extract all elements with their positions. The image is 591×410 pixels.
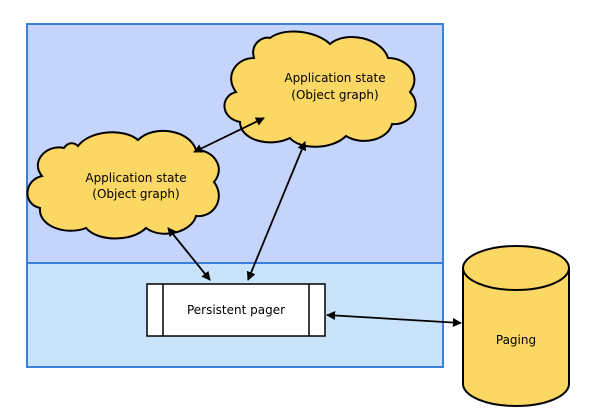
cloud-top-subtitle: (Object graph) bbox=[291, 88, 378, 102]
cloud-left-title: Application state bbox=[85, 171, 186, 185]
persistent-pager-box: Persistent pager bbox=[146, 283, 326, 337]
application-state-cloud-left: Application state (Object graph) bbox=[26, 130, 220, 240]
arrow-pager-to-paging bbox=[326, 310, 462, 328]
pager-label: Persistent pager bbox=[187, 303, 285, 317]
arrow-cloud-top-to-pager bbox=[246, 141, 307, 281]
arrow-cloud-left-to-pager bbox=[167, 227, 211, 281]
paging-storage-cylinder: Paging bbox=[462, 245, 570, 407]
paging-label: Paging bbox=[496, 333, 536, 347]
arrow-cloud-left-to-cloud-top bbox=[193, 117, 265, 153]
cloud-top-title: Application state bbox=[284, 71, 385, 85]
cloud-left-subtitle: (Object graph) bbox=[92, 187, 179, 201]
application-state-cloud-top: Application state (Object graph) bbox=[223, 30, 417, 148]
